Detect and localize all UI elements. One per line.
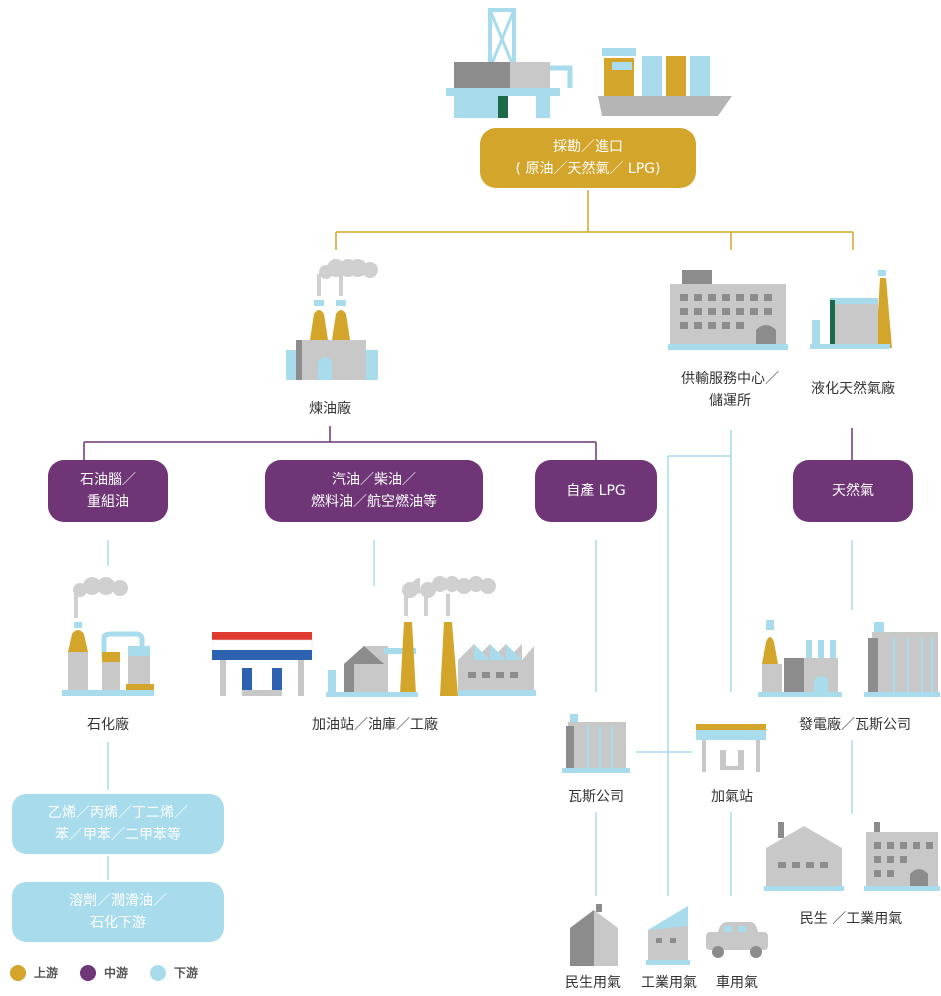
depot-icon <box>326 578 420 697</box>
natural-gas-label: 天然氣 <box>832 483 874 499</box>
explore-line1: 採勘／進口 <box>552 139 623 155</box>
explore-line2: ( 原油／天然氣／ LPG) <box>515 161 661 177</box>
lng-plant-icon <box>810 270 892 349</box>
factory-icon <box>420 576 536 696</box>
gas-company-icon <box>864 622 940 697</box>
oil-rig-icon <box>446 8 573 118</box>
upstream-dot-icon <box>10 964 26 981</box>
refinery-icon <box>286 259 378 380</box>
legend-upstream: 上游 <box>10 964 58 981</box>
legend: 上游 中游 下游 <box>10 964 198 981</box>
naphtha-line1: 石油腦／ <box>80 472 136 488</box>
refinery-label: 煉油廠 <box>309 401 351 417</box>
legend-midstream: 中游 <box>80 964 128 981</box>
office-building-icon <box>864 822 940 891</box>
supply-center-label: 供輸服務中心／ 儲運所 <box>662 368 798 412</box>
civil-gas-label: 民生用氣 <box>565 975 621 991</box>
gas-company-icon <box>562 714 630 773</box>
olefins-box: 乙烯／丙烯／丁二烯／ 苯／甲苯／二甲苯等 <box>12 794 224 854</box>
petrochem-plant-label: 石化廠 <box>87 717 129 733</box>
fuels-line1: 汽油／柴油／ <box>332 472 416 488</box>
legend-downstream: 下游 <box>150 964 198 981</box>
legend-downstream-label: 下游 <box>174 966 199 980</box>
petrochemical-plant-icon <box>62 577 154 696</box>
lpg-station-icon <box>696 724 766 772</box>
own-lpg-box: 自產 LPG <box>535 460 657 522</box>
olefins-line1: 乙烯／丙烯／丁二烯／ <box>48 805 188 821</box>
naphtha-box: 石油腦／ 重組油 <box>48 460 168 522</box>
solvents-box: 溶劑／潤滑油／ 石化下游 <box>12 882 224 942</box>
solvents-line1: 溶劑／潤滑油／ <box>69 893 167 909</box>
civil-industrial-gas-label: 民生 ／工業用氣 <box>799 911 903 927</box>
explore-import-box: 採勘／進口 ( 原油／天然氣／ LPG) <box>480 128 696 188</box>
legend-midstream-label: 中游 <box>104 966 129 980</box>
naphtha-line2: 重組油 <box>87 494 129 510</box>
fuels-line2: 燃料油／航空燃油等 <box>311 494 437 510</box>
power-gas-co-label: 發電廠／瓦斯公司 <box>799 717 911 733</box>
fuels-box: 汽油／柴油／ 燃料油／航空燃油等 <box>265 460 483 522</box>
supply-center-line2: 儲運所 <box>709 393 751 409</box>
legend-upstream-label: 上游 <box>34 966 59 980</box>
solvents-line2: 石化下游 <box>90 915 146 931</box>
house-icon <box>570 904 618 966</box>
downstream-dot-icon <box>150 964 167 981</box>
gas-station-icon <box>212 632 313 696</box>
vehicle-gas-label: 車用氣 <box>716 975 758 991</box>
own-lpg-label: 自產 LPG <box>566 483 626 499</box>
office-building-icon <box>668 270 788 350</box>
small-factory-icon <box>646 906 690 965</box>
gas-station-depot-label: 加油站／油庫／工廠 <box>312 717 438 733</box>
tanker-ship-icon <box>598 48 732 116</box>
car-icon <box>706 922 768 958</box>
gas-company-label: 瓦斯公司 <box>568 789 624 805</box>
midstream-dot-icon <box>80 964 97 981</box>
natural-gas-box: 天然氣 <box>793 460 913 522</box>
lng-plant-label: 液化天然氣廠 <box>811 381 895 397</box>
house-icon <box>764 822 844 891</box>
industrial-gas-label: 工業用氣 <box>641 975 697 991</box>
olefins-line2: 苯／甲苯／二甲苯等 <box>55 827 181 843</box>
lpg-station-label: 加氣站 <box>711 789 753 805</box>
supply-center-line1: 供輸服務中心／ <box>681 371 779 387</box>
power-plant-icon <box>758 620 842 697</box>
